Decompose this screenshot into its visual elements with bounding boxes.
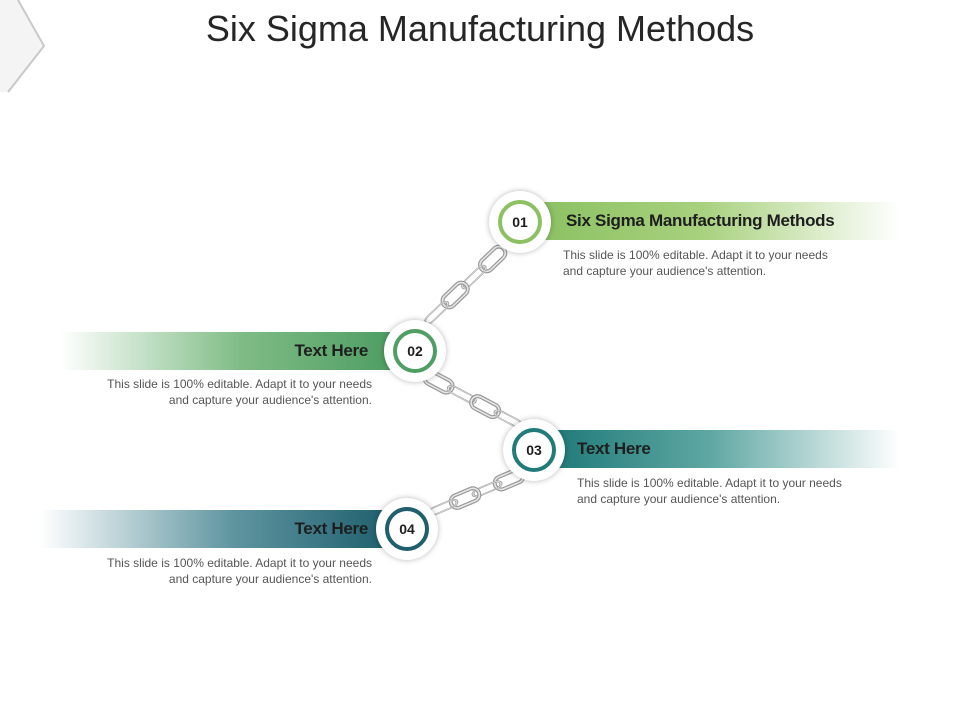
slide-title: Six Sigma Manufacturing Methods — [205, 8, 755, 49]
step-2-heading: Text Here — [294, 341, 368, 360]
step-2-banner: Text Here — [60, 332, 390, 370]
step-3-heading: Text Here — [577, 439, 651, 458]
step-2-number: 02 — [393, 329, 437, 373]
chain-link-highlight-3-2 — [472, 481, 502, 497]
chain-link-highlight-2-2 — [447, 385, 476, 404]
step-2-description: This slide is 100% editable. Adapt it to… — [107, 377, 372, 407]
chain-link-1-2 — [461, 264, 487, 290]
step-4-banner: Text Here — [40, 510, 390, 548]
corner-chevron-decoration — [0, 0, 46, 93]
step-4-heading: Text Here — [294, 519, 368, 538]
step-4-node: 04 — [376, 498, 438, 560]
step-1-description: This slide is 100% editable. Adapt it to… — [563, 248, 828, 278]
step-1-node: 01 — [489, 191, 551, 253]
step-3-banner: Text Here — [555, 430, 900, 468]
chain-link-highlight-1-2 — [461, 265, 486, 289]
step-3-description: This slide is 100% editable. Adapt it to… — [577, 476, 842, 506]
step-2-node: 02 — [384, 320, 446, 382]
step-4-number: 04 — [385, 507, 429, 551]
step-1-number: 01 — [498, 200, 542, 244]
step-3-number: 03 — [512, 428, 556, 472]
step-4-description: This slide is 100% editable. Adapt it to… — [107, 556, 372, 586]
chain-link-highlight-1-3 — [441, 281, 469, 309]
step-1-heading: Six Sigma Manufacturing Methods — [566, 211, 835, 230]
chain-link-highlight-2-3 — [470, 395, 500, 418]
chain-link-highlight-3-3 — [449, 487, 481, 509]
step-3-node: 03 — [503, 419, 565, 481]
step-1-banner: Six Sigma Manufacturing Methods — [540, 202, 900, 240]
